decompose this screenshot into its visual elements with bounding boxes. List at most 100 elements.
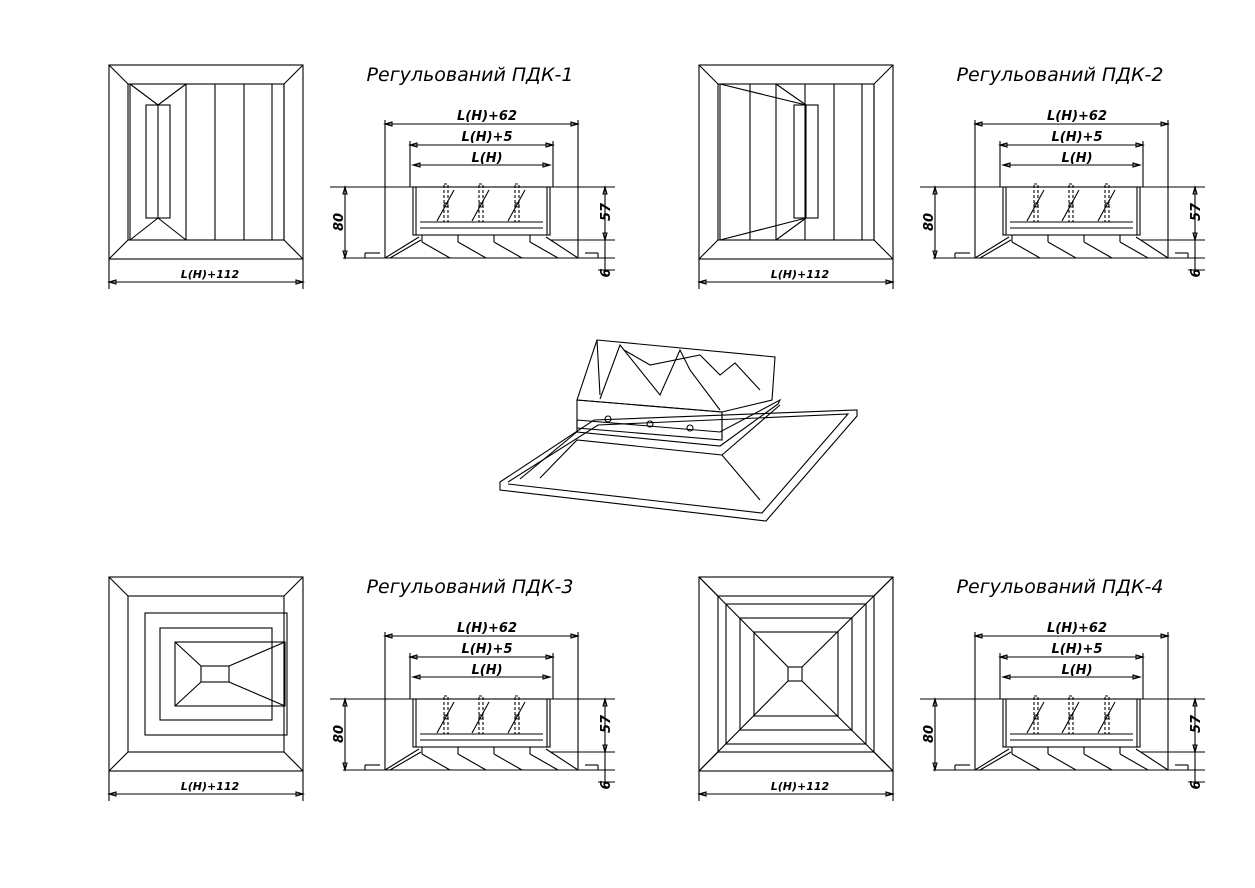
dim-height-label: 80: [332, 725, 347, 743]
dim-flange-thickness-label: 6: [599, 780, 614, 789]
damper-shaft: [1033, 695, 1039, 735]
damper-collar: [576, 398, 782, 447]
louver-blade: [529, 753, 559, 771]
diffuser-face: [539, 439, 761, 501]
dim-flange-label: L(H)+62: [1047, 621, 1107, 636]
panel-pdk-3: Регульований ПДК-3 L(H)+112 L(H)+62 L(H)…: [106, 576, 615, 801]
dim-body-label: L(H)+5: [462, 130, 513, 145]
damper-body: [412, 186, 551, 236]
arrowhead: [997, 654, 1008, 660]
damper-pivot: [1033, 714, 1039, 720]
louver-blade: [457, 241, 487, 259]
arrowhead: [602, 184, 608, 195]
dim-body-label: L(H)+5: [462, 642, 513, 657]
arrowhead: [342, 184, 348, 195]
arrowhead: [696, 279, 707, 285]
drawing-line: [698, 64, 719, 85]
damper-pivot: [1068, 202, 1074, 208]
damper-blade: [436, 189, 455, 222]
drawing-line: [108, 576, 129, 597]
arrowhead: [295, 791, 306, 797]
damper-shaft: [1104, 695, 1110, 735]
arrowhead: [342, 250, 348, 261]
damper-pivot: [478, 714, 484, 720]
louver-blades: [623, 349, 761, 391]
dim-nominal-label: L(H): [1061, 663, 1092, 678]
louver-ring: [144, 612, 288, 736]
damper-blade: [471, 189, 490, 222]
drawing-line: [174, 641, 202, 667]
arrowhead: [997, 142, 1008, 148]
arrowhead: [932, 184, 938, 195]
drawing-line: [283, 64, 304, 85]
bolt-icon: [646, 420, 654, 428]
dim-body-label: L(H)+5: [1052, 130, 1103, 145]
damper-blade: [1097, 701, 1116, 734]
panel-pdk-1: Регульований ПДК-1 L(H)+112 L(H)+62 L(H)…: [106, 64, 615, 289]
louver-ring: [174, 641, 286, 707]
arrowhead: [410, 162, 421, 168]
drawing-line: [157, 83, 187, 106]
arrowhead: [1132, 674, 1143, 680]
louver-blade: [1083, 753, 1113, 771]
dim-body-label: L(H)+5: [1052, 642, 1103, 657]
arrowhead: [542, 162, 553, 168]
drawing-line: [129, 83, 159, 106]
panel-title: Регульований ПДК-3: [367, 576, 574, 598]
damper-shaft: [1033, 183, 1039, 223]
arrowhead: [932, 250, 938, 261]
diffuser-cone: [979, 239, 1012, 259]
center-plate: [200, 665, 230, 683]
dim-damper-height-label: 57: [599, 202, 614, 221]
damper-pivot: [514, 714, 520, 720]
inner-frame: [127, 83, 285, 241]
front-view: [106, 576, 306, 801]
drawing-line: [283, 576, 304, 597]
damper-edge: [596, 339, 601, 396]
dim-nominal-label: L(H): [1061, 151, 1092, 166]
damper-shaft: [478, 183, 484, 223]
inner-frame: [717, 595, 875, 753]
damper-body: [412, 698, 551, 748]
outer-frame: [108, 64, 304, 260]
drawing-line: [698, 576, 789, 668]
louver-blade: [145, 104, 171, 219]
damper-blade: [1026, 189, 1045, 222]
drawing-line: [719, 217, 807, 241]
damper-pivot: [1068, 714, 1074, 720]
damper-top: [576, 339, 776, 413]
panel-title: Регульований ПДК-1: [367, 64, 574, 86]
damper-blade: [471, 701, 490, 734]
damper-blade: [507, 189, 526, 222]
damper-blade: [1097, 189, 1116, 222]
arrowhead: [1192, 184, 1198, 195]
drawing-line: [801, 576, 894, 668]
drawing-line: [129, 217, 159, 241]
damper-shaft: [443, 183, 449, 223]
louver-blade: [421, 241, 451, 259]
drawing-line: [283, 239, 304, 260]
arrowhead: [382, 121, 393, 127]
louver-blade: [1011, 753, 1041, 771]
damper-shaft: [514, 183, 520, 223]
dim-overall-label: L(H)+112: [771, 268, 830, 281]
damper-pivot: [1104, 202, 1110, 208]
dim-nominal-label: L(H): [471, 151, 502, 166]
arrowhead: [1000, 674, 1011, 680]
diffuser-cone: [384, 748, 420, 771]
inner-frame: [717, 83, 875, 241]
damper-shaft: [443, 695, 449, 735]
bolt-icon: [604, 415, 612, 423]
drawing-line: [108, 64, 129, 85]
arrowhead: [295, 279, 306, 285]
damper-pivot: [443, 202, 449, 208]
arrowhead: [1192, 696, 1198, 707]
damper-blade: [436, 701, 455, 734]
louver-blade: [529, 241, 559, 259]
outer-frame: [108, 576, 304, 772]
damper-blade: [1061, 189, 1080, 222]
dim-damper-height-label: 57: [1189, 202, 1204, 221]
drawing-line: [698, 680, 789, 772]
isometric-view: [499, 339, 858, 522]
arrowhead: [1160, 121, 1171, 127]
